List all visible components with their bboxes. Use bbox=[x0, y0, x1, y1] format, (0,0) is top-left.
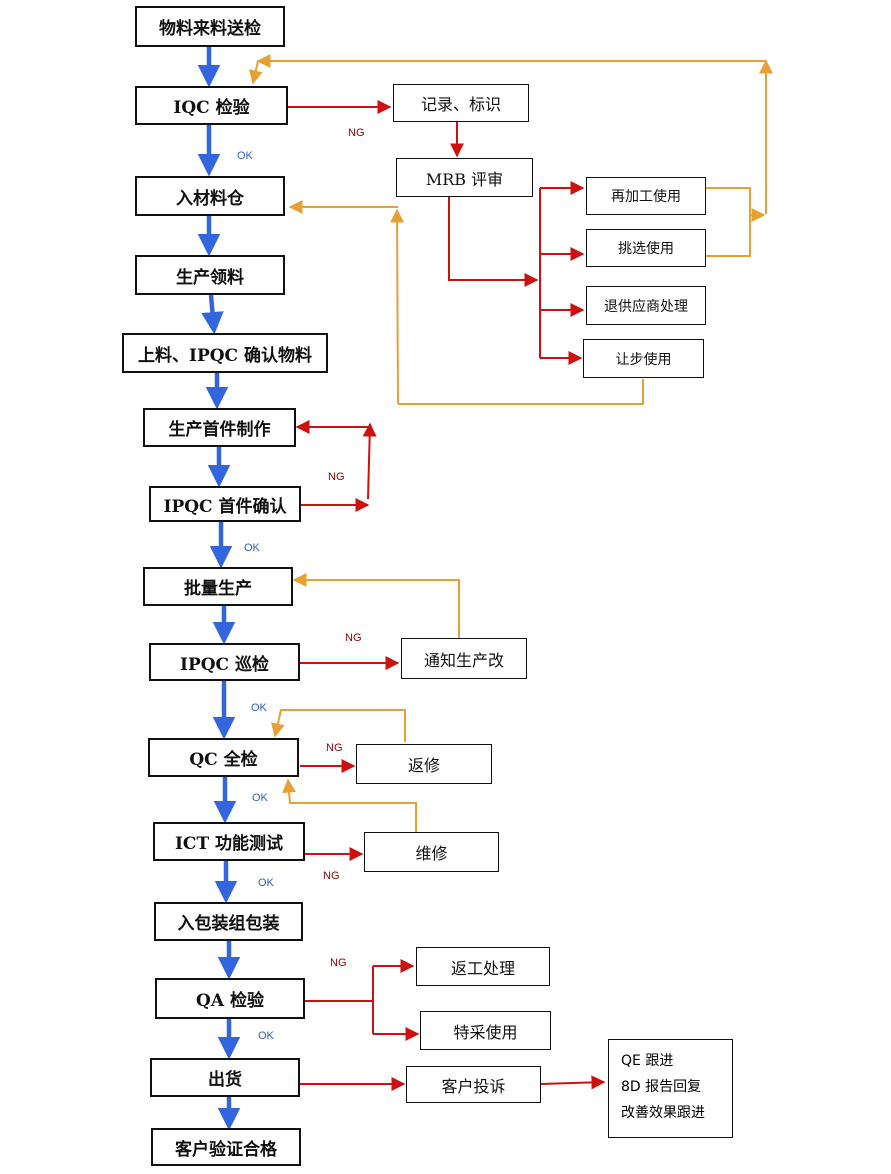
box-record-mark: 记录、标识 bbox=[393, 84, 529, 122]
ng-label: NG bbox=[323, 870, 340, 882]
ok-label: OK bbox=[237, 150, 253, 162]
ok-label: OK bbox=[258, 877, 274, 889]
box-return-work: 返工处理 bbox=[416, 947, 550, 986]
step-iqc-inspection: IQC 检验 bbox=[135, 86, 288, 125]
step-ipqc-first-article-confirm: IPQC 首件确认 bbox=[149, 486, 301, 522]
step-qa-inspection: QA 检验 bbox=[155, 978, 305, 1019]
step-qc-full-inspection: QC 全检 bbox=[148, 738, 299, 777]
ok-label: OK bbox=[252, 792, 268, 804]
step-customer-verification: 客户验证合格 bbox=[151, 1128, 301, 1166]
step-loading-ipqc-confirm: 上料、IPQC 确认物料 bbox=[122, 333, 328, 373]
step-ipqc-patrol-inspection: IPQC 巡检 bbox=[149, 643, 300, 681]
qe-line-2: 8D 报告回复 bbox=[621, 1079, 702, 1095]
step-incoming-inspection: 物料来料送检 bbox=[135, 6, 285, 47]
box-qe-followup: QE 跟进 8D 报告回复 改善效果跟进 bbox=[608, 1039, 733, 1138]
box-rework-use: 再加工使用 bbox=[586, 177, 706, 215]
box-repair-qc: 返修 bbox=[356, 744, 492, 784]
box-concession-use: 让步使用 bbox=[583, 339, 704, 378]
ng-label: NG bbox=[348, 127, 365, 139]
ok-label: OK bbox=[244, 542, 260, 554]
ng-label: NG bbox=[345, 632, 362, 644]
ng-label: NG bbox=[330, 957, 347, 969]
box-mrb-review: MRB 评审 bbox=[396, 158, 533, 197]
box-customer-complaint: 客户投诉 bbox=[406, 1066, 541, 1103]
ng-label: NG bbox=[328, 471, 345, 483]
ng-label: NG bbox=[326, 742, 343, 754]
box-return-supplier: 退供应商处理 bbox=[586, 286, 706, 325]
step-first-article-production: 生产首件制作 bbox=[143, 408, 296, 447]
ok-label: OK bbox=[251, 702, 267, 714]
ng-flow-arrows bbox=[288, 100, 606, 1091]
qe-line-3: 改善效果跟进 bbox=[621, 1105, 705, 1121]
step-production-picking: 生产领料 bbox=[135, 255, 285, 295]
box-repair-ict: 维修 bbox=[364, 832, 499, 872]
ok-label: OK bbox=[258, 1030, 274, 1042]
box-pick-use: 挑选使用 bbox=[586, 229, 706, 267]
box-notify-production: 通知生产改 bbox=[401, 638, 527, 679]
qe-line-1: QE 跟进 bbox=[621, 1053, 674, 1069]
box-special-use: 特采使用 bbox=[420, 1011, 551, 1050]
step-mass-production: 批量生产 bbox=[143, 567, 293, 606]
step-shipment: 出货 bbox=[150, 1058, 300, 1097]
step-material-warehouse: 入材料仓 bbox=[135, 176, 285, 216]
step-packaging: 入包装组包装 bbox=[154, 902, 303, 941]
step-ict-function-test: ICT 功能测试 bbox=[153, 822, 305, 861]
